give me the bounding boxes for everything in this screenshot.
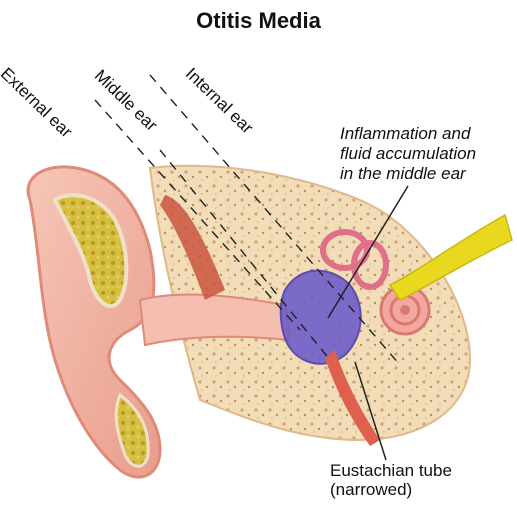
eustachian-tube-label: Eustachian tube (narrowed) xyxy=(330,461,452,499)
ear-canal xyxy=(140,295,290,345)
page-title: Otitis Media xyxy=(0,8,517,34)
inflammation-annotation: Inflammation and fluid accumulation in t… xyxy=(340,124,476,184)
annotation-line: fluid accumulation xyxy=(340,144,476,164)
annotation-line: in the middle ear xyxy=(340,164,476,184)
eustachian-line: (narrowed) xyxy=(330,480,452,499)
eustachian-line: Eustachian tube xyxy=(330,461,452,480)
annotation-line: Inflammation and xyxy=(340,124,476,144)
